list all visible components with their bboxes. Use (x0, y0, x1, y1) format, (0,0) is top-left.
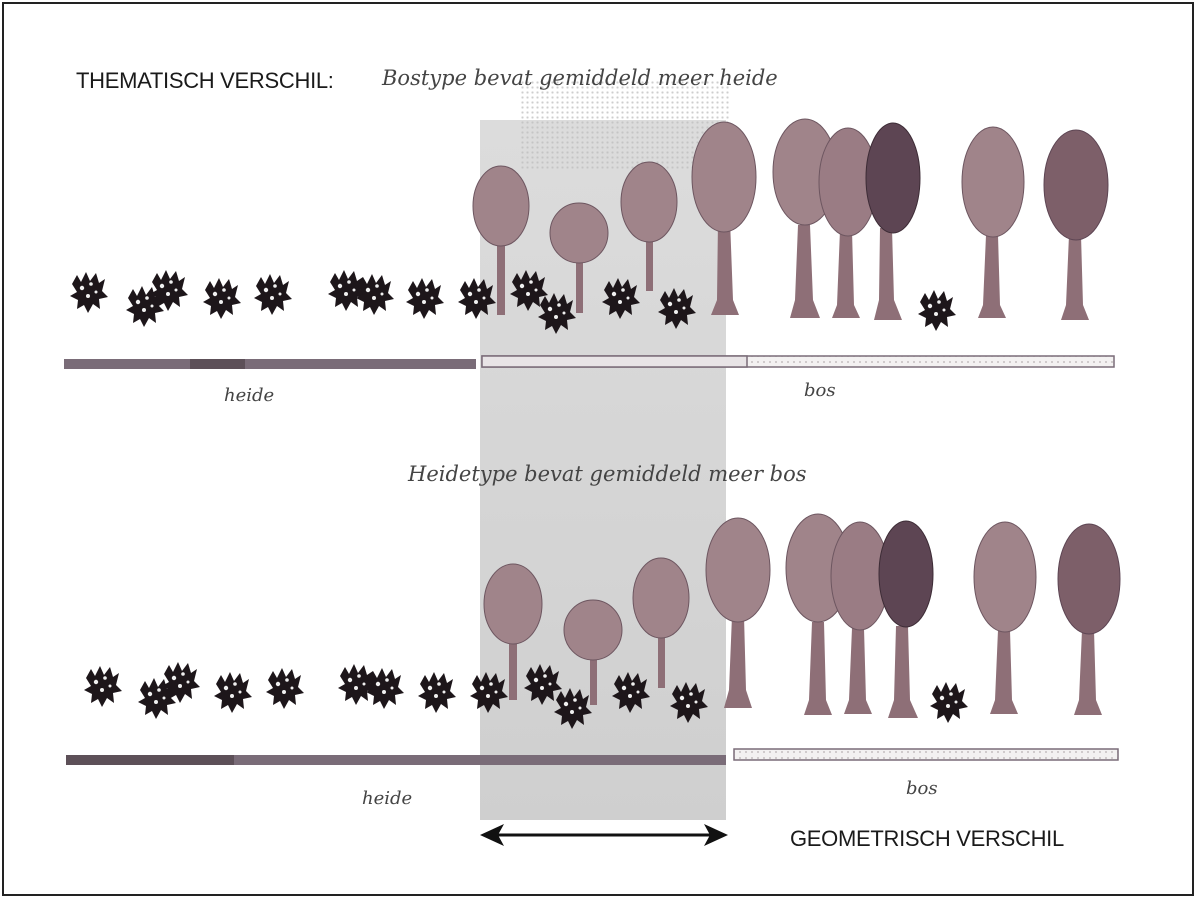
heather-shrub-icon (214, 672, 252, 713)
heather-shrub-icon (84, 666, 122, 707)
heather-shrub-icon (70, 272, 108, 313)
tree-icon (1044, 130, 1108, 320)
tree-icon (866, 123, 920, 320)
tree-icon (564, 600, 622, 705)
heather-shrub-icon (203, 278, 241, 319)
tree-icon (550, 203, 608, 313)
heather-shrub-icon (470, 672, 508, 713)
top-legend-bar (64, 356, 1114, 369)
top-note: Bostype bevat gemiddeld meer heide (382, 66, 778, 90)
top-bos-label: bos (804, 380, 836, 401)
title-thematic: THEMATISCH VERSCHIL: (76, 68, 334, 94)
heather-shrub-icon (602, 278, 640, 319)
heather-shrub-icon (538, 293, 576, 334)
bottom-panel-vegetation (84, 514, 1120, 729)
heather-shrub-icon (918, 290, 956, 331)
middle-note: Heidetype bevat gemiddeld meer bos (408, 462, 807, 486)
heather-shrub-icon (670, 682, 708, 723)
double-arrow-icon (480, 824, 728, 846)
heather-shrub-icon (328, 270, 366, 311)
heather-shrub-icon (266, 668, 304, 709)
top-heide-label: heide (224, 385, 274, 406)
tree-icon (692, 122, 756, 315)
heather-shrub-icon (254, 274, 292, 315)
heather-shrub-icon (524, 664, 562, 705)
top-panel-vegetation (70, 119, 1108, 334)
bottom-heide-label: heide (362, 788, 412, 809)
heather-shrub-icon (418, 672, 456, 713)
heather-shrub-icon (930, 682, 968, 723)
heather-shrub-icon (554, 688, 592, 729)
bottom-bos-label: bos (906, 778, 938, 799)
geometric-difference-label: GEOMETRISCH VERSCHIL (790, 826, 1064, 852)
heather-shrub-icon (658, 288, 696, 329)
heather-shrub-icon (458, 278, 496, 319)
bottom-legend-bar (66, 749, 1118, 765)
tree-icon (621, 162, 677, 291)
tree-icon (633, 558, 689, 688)
tree-icon (962, 127, 1024, 318)
heather-shrub-icon (612, 672, 650, 713)
tree-icon (831, 522, 889, 714)
heather-shrub-icon (406, 278, 444, 319)
tree-icon (879, 521, 933, 718)
tree-icon (706, 518, 770, 708)
tree-icon (974, 522, 1036, 714)
tree-icon (1058, 524, 1120, 715)
heather-shrub-icon (338, 664, 376, 705)
